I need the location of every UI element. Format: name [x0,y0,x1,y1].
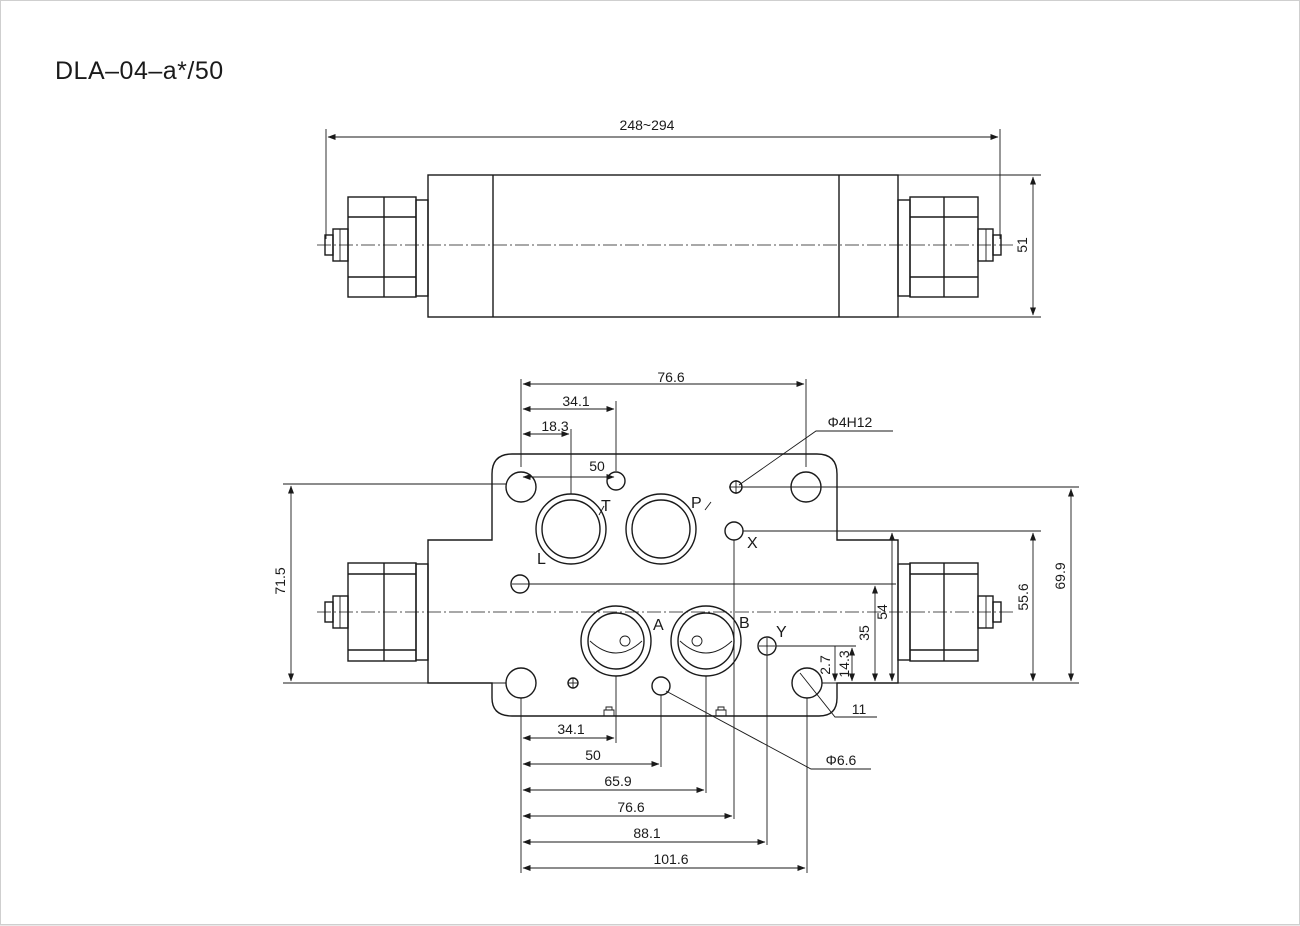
pin-hole [606,471,626,491]
port-label-B: B [739,615,750,632]
port-B [670,605,742,677]
dim-76-6-top: 76.6 [657,369,684,385]
dim-11: 11 [852,701,867,717]
dim-34-1-bottom: 34.1 [557,721,584,737]
port-label-Y: Y [776,624,787,641]
dim-88-1: 88.1 [633,825,660,841]
dim-54: 54 [874,604,890,620]
valve-body-top [427,174,899,318]
mount-hole-spec-label: Φ6.6 [826,752,857,768]
left-solenoid-top [324,196,429,298]
dim-height-top: 51 [1014,237,1030,253]
port-P [625,493,697,565]
port-T [535,493,607,565]
port-label-T: T [601,498,611,515]
dim-65-9: 65.9 [604,773,631,789]
dim-18-3: 18.3 [541,418,568,434]
port-label-L: L [537,551,546,568]
dim-76-6-bottom: 76.6 [617,799,644,815]
dim-14-3: 14.3 [836,650,852,677]
left-solenoid-front [324,562,429,662]
dim-50-top: 50 [589,458,605,474]
mount-hole [505,471,537,503]
port-label-P: P [691,495,702,512]
dim-length: 248~294 [620,117,675,133]
top-view: 248~294 51 [317,117,1041,318]
dim-34-1-top: 34.1 [562,393,589,409]
mount-hole [505,667,537,699]
port-A [580,605,652,677]
right-solenoid-front [897,562,1002,662]
port-X-hole [724,521,744,541]
dim-71-5: 71.5 [272,567,288,594]
dim-69-9: 69.9 [1052,562,1068,589]
mount-hole-small [651,676,671,696]
front-view: 76.6 34.1 18.3 50 Φ4H12 71.5 69 [272,369,1079,873]
valve-body-front [427,453,899,717]
dim-35: 35 [856,625,872,641]
dim-2-7: 2.7 [817,655,833,675]
dim-50-bottom: 50 [585,747,601,763]
dim-55-6: 55.6 [1015,583,1031,610]
port-label-X: X [747,535,758,552]
dim-101-6: 101.6 [653,851,688,867]
right-solenoid-top [897,196,1002,298]
port-label-A: A [653,617,664,634]
drawing-title: DLA–04–a*/50 [55,57,224,85]
hole-spec-label: Φ4H12 [828,414,873,430]
